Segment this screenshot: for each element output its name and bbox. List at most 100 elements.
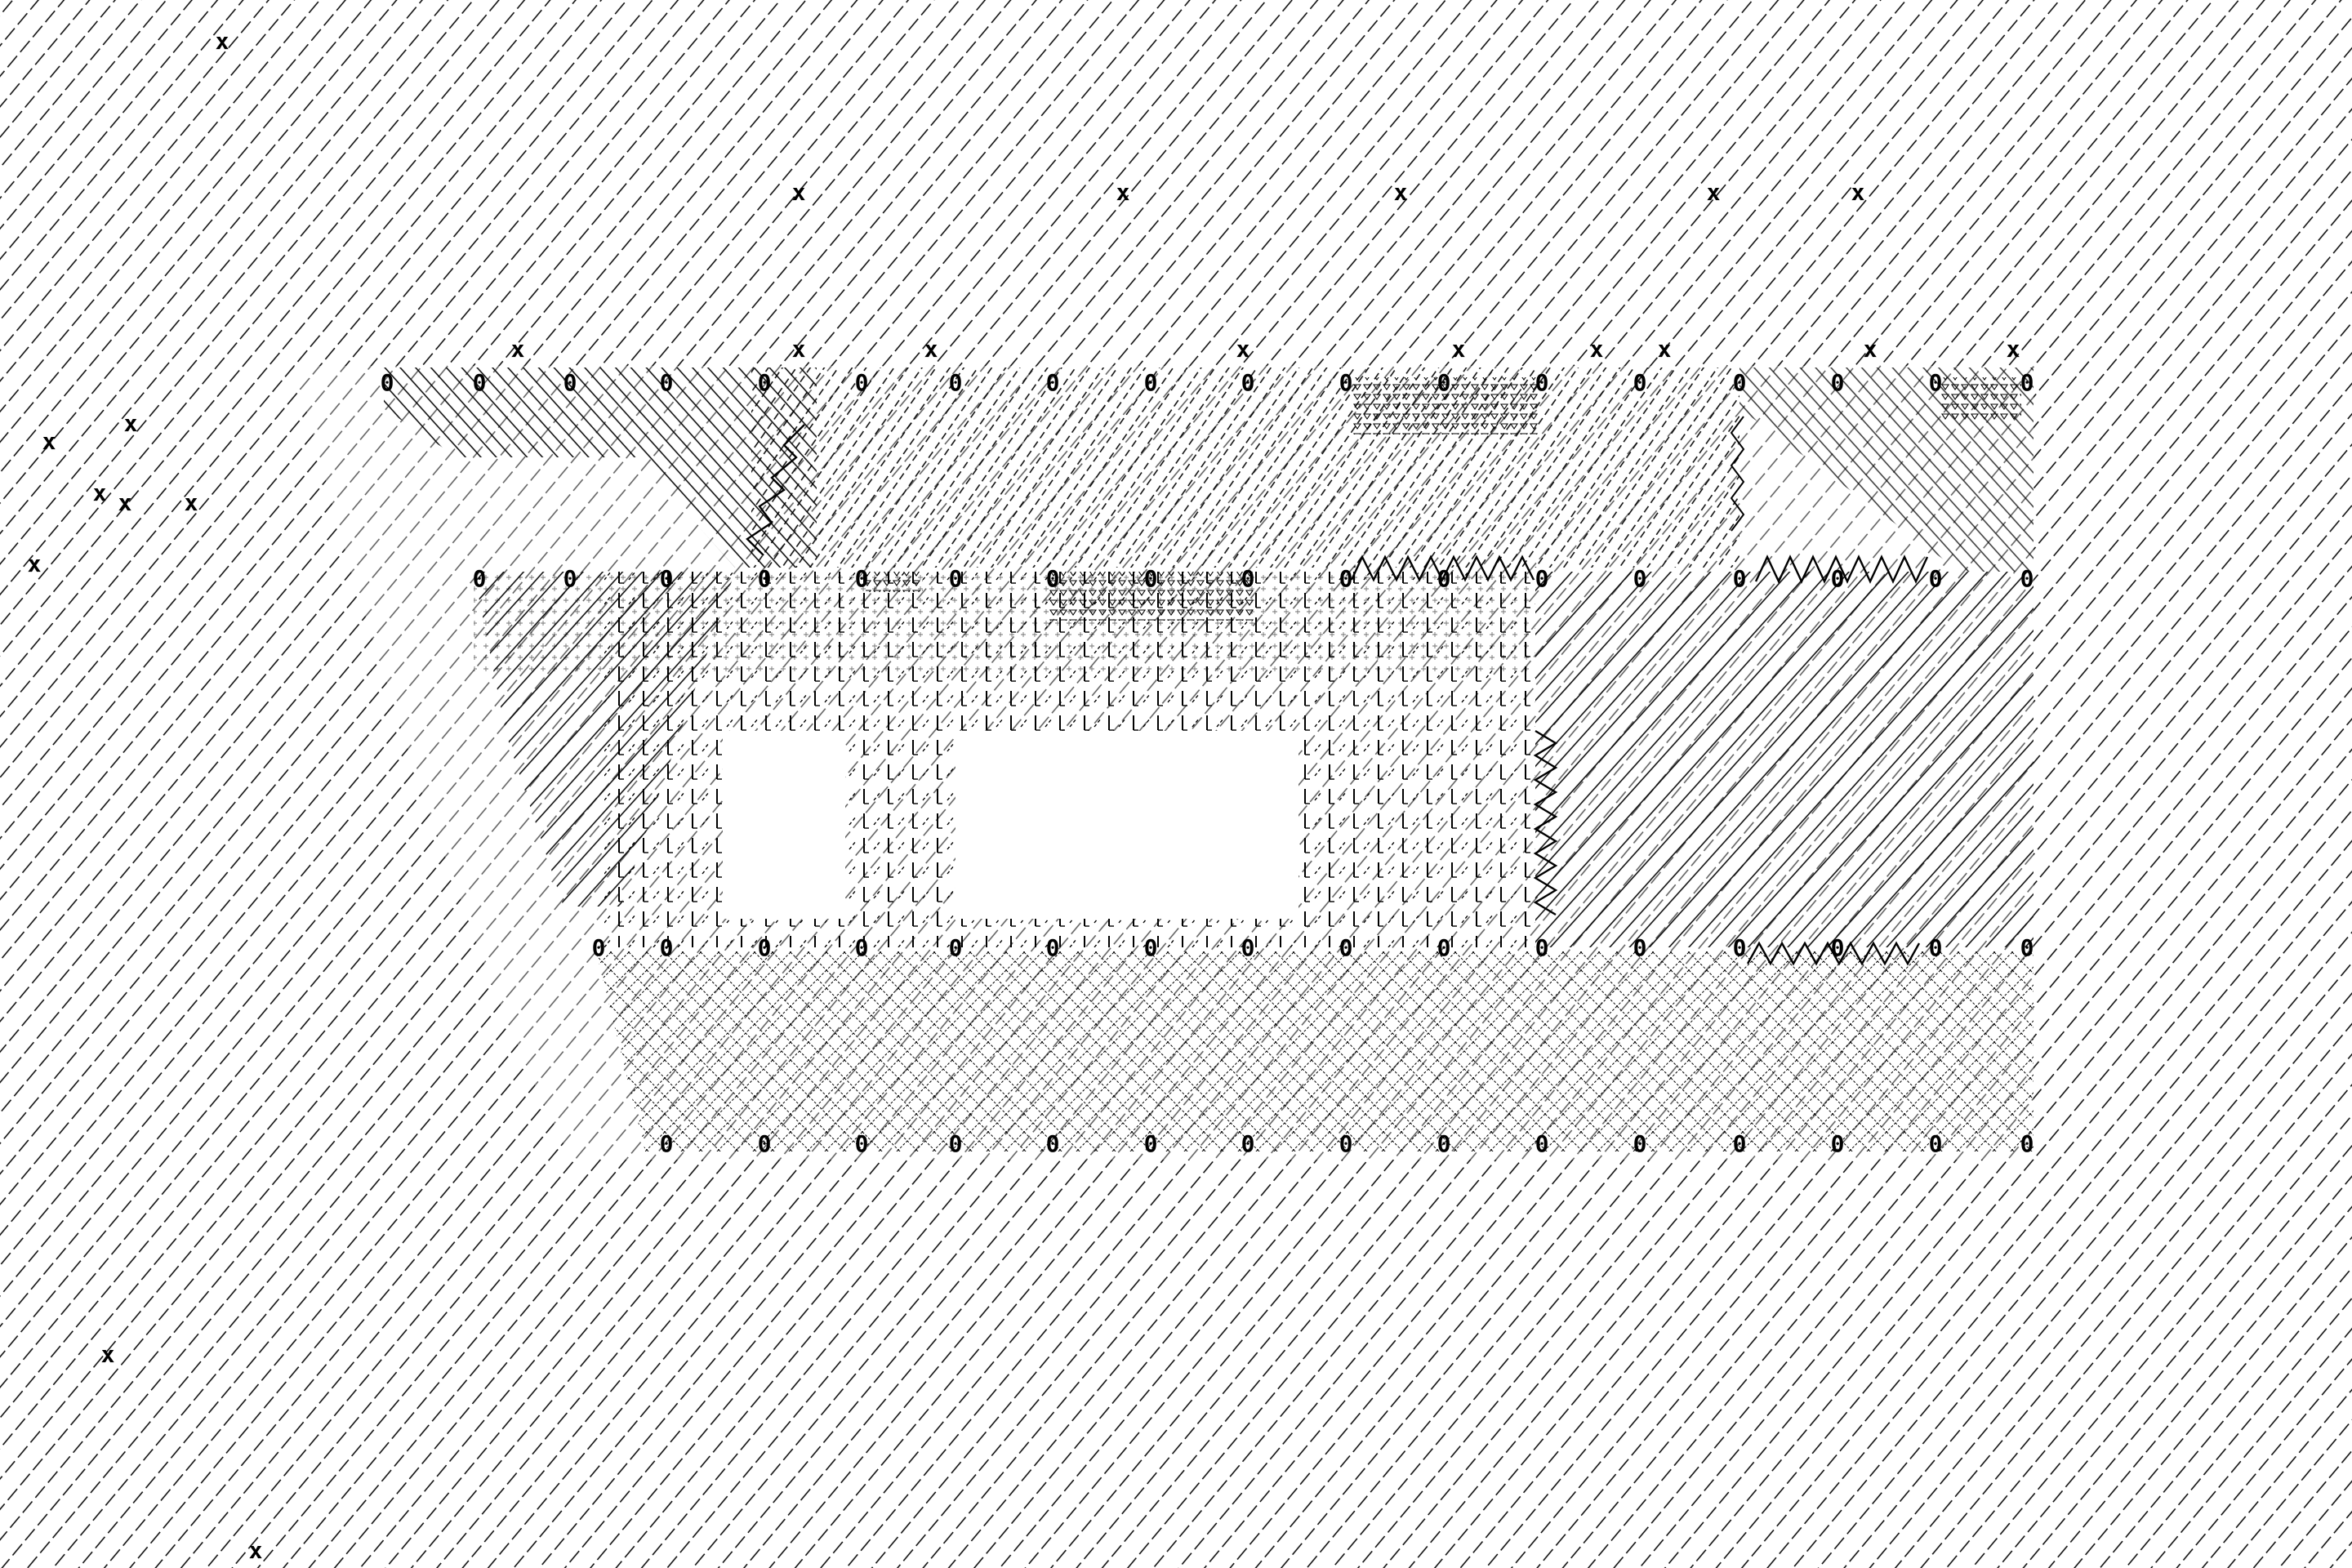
x-marker[interactable]: x: [1394, 179, 1408, 206]
o-marker[interactable]: 0: [1144, 565, 1158, 592]
o-marker[interactable]: 0: [1241, 565, 1255, 592]
o-marker[interactable]: 0: [1831, 369, 1845, 396]
x-marker[interactable]: x: [511, 336, 525, 363]
x-marker-layer: x x x x x x x x x x x x x x x x x x x x x x x: [28, 28, 2020, 1564]
o-marker[interactable]: 0: [473, 369, 487, 396]
region-right-forward-slash: [1535, 572, 2034, 947]
o-marker[interactable]: 0: [758, 934, 772, 961]
o-marker[interactable]: 0: [1733, 1130, 1747, 1157]
x-marker[interactable]: x: [28, 550, 42, 577]
o-marker[interactable]: 0: [564, 565, 577, 592]
o-marker[interactable]: 0: [473, 565, 487, 592]
x-marker[interactable]: x: [1707, 179, 1721, 206]
region-plus-strip: [474, 572, 1535, 678]
white-room-left: [723, 731, 845, 919]
o-marker[interactable]: 0: [1535, 1130, 1549, 1157]
x-marker[interactable]: x: [249, 1537, 263, 1564]
o-marker[interactable]: 0: [1535, 934, 1549, 961]
o-marker[interactable]: 0: [2020, 369, 2034, 396]
o-marker[interactable]: 0: [2020, 934, 2034, 961]
x-marker[interactable]: x: [1236, 336, 1250, 363]
o-marker[interactable]: 0: [660, 1130, 674, 1157]
triangle-patch-top: [1352, 377, 1539, 434]
o-marker[interactable]: 0: [1241, 934, 1255, 961]
o-marker[interactable]: 0: [1046, 565, 1060, 592]
o-marker[interactable]: 0: [2020, 565, 2034, 592]
o-marker[interactable]: 0: [564, 369, 577, 396]
o-marker[interactable]: 0: [660, 369, 674, 396]
o-marker[interactable]: 0: [1046, 369, 1060, 396]
x-marker[interactable]: x: [1452, 336, 1466, 363]
o-marker[interactable]: 0: [1144, 369, 1158, 396]
x-marker[interactable]: x: [118, 489, 132, 516]
x-marker[interactable]: x: [1658, 336, 1672, 363]
x-marker[interactable]: x: [1864, 336, 1878, 363]
o-marker[interactable]: 0: [1929, 565, 1943, 592]
o-marker[interactable]: 0: [1733, 565, 1747, 592]
o-marker[interactable]: 0: [949, 369, 963, 396]
x-marker[interactable]: x: [924, 336, 938, 363]
o-marker[interactable]: 0: [1046, 934, 1060, 961]
x-marker[interactable]: x: [42, 428, 56, 455]
triangle-patch-mid: [1049, 572, 1254, 621]
o-marker[interactable]: 0: [1437, 369, 1451, 396]
o-marker[interactable]: 0: [758, 369, 772, 396]
o-marker[interactable]: 0: [855, 1130, 869, 1157]
x-marker[interactable]: x: [1851, 179, 1865, 206]
o-marker[interactable]: 0: [1633, 934, 1647, 961]
o-marker[interactable]: 0: [1929, 934, 1943, 961]
o-marker[interactable]: 0: [1733, 369, 1747, 396]
x-marker[interactable]: x: [185, 489, 198, 516]
x-marker[interactable]: x: [101, 1341, 115, 1368]
x-marker[interactable]: x: [1590, 336, 1604, 363]
zigzag-wall-right-row: [1754, 555, 1929, 584]
o-marker[interactable]: 0: [1144, 934, 1158, 961]
o-marker[interactable]: 0: [855, 565, 869, 592]
o-marker[interactable]: 0: [949, 1130, 963, 1157]
o-marker[interactable]: 0: [1437, 1130, 1451, 1157]
o-marker[interactable]: 0: [2020, 1130, 2034, 1157]
o-marker[interactable]: 0: [1831, 1130, 1845, 1157]
o-marker[interactable]: 0: [1144, 1130, 1158, 1157]
o-marker[interactable]: 0: [949, 565, 963, 592]
o-marker[interactable]: 0: [1437, 565, 1451, 592]
zigzag-wall-top-row: [1350, 555, 1535, 582]
o-marker[interactable]: 0: [1535, 369, 1549, 396]
o-marker[interactable]: 0: [855, 369, 869, 396]
o-marker[interactable]: 0: [1633, 1130, 1647, 1157]
o-marker[interactable]: 0: [949, 934, 963, 961]
o-marker[interactable]: 0: [758, 1130, 772, 1157]
o-marker[interactable]: 0: [381, 369, 394, 396]
o-marker[interactable]: 0: [1339, 1130, 1353, 1157]
x-marker[interactable]: x: [124, 410, 138, 437]
o-marker[interactable]: 0: [1241, 369, 1255, 396]
o-marker[interactable]: 0: [660, 565, 674, 592]
o-marker[interactable]: 0: [1046, 1130, 1060, 1157]
o-marker[interactable]: 0: [1633, 565, 1647, 592]
o-marker[interactable]: 0: [1339, 934, 1353, 961]
o-marker[interactable]: 0: [1733, 934, 1747, 961]
o-marker[interactable]: 0: [1633, 369, 1647, 396]
o-marker[interactable]: 0: [1339, 565, 1353, 592]
o-marker[interactable]: 0: [855, 934, 869, 961]
o-marker[interactable]: 0: [592, 934, 606, 961]
x-marker[interactable]: x: [792, 336, 806, 363]
o-marker[interactable]: 0: [1831, 565, 1845, 592]
x-marker[interactable]: x: [792, 179, 806, 206]
o-marker[interactable]: 0: [1929, 1130, 1943, 1157]
o-marker[interactable]: 0: [1831, 934, 1845, 961]
o-marker[interactable]: 0: [1339, 369, 1353, 396]
o-marker[interactable]: 0: [1535, 565, 1549, 592]
o-marker[interactable]: 0: [1437, 934, 1451, 961]
o-marker[interactable]: 0: [1241, 1130, 1255, 1157]
zigzag-wall-bottom-row: [1746, 941, 1921, 966]
o-marker[interactable]: 0: [1929, 369, 1943, 396]
o-marker[interactable]: 0: [758, 565, 772, 592]
white-room-center: [956, 731, 1298, 919]
x-marker[interactable]: x: [2007, 336, 2020, 363]
x-marker[interactable]: x: [1116, 179, 1130, 206]
x-marker[interactable]: x: [216, 28, 229, 55]
x-marker[interactable]: x: [93, 479, 107, 506]
o-marker[interactable]: 0: [660, 934, 674, 961]
